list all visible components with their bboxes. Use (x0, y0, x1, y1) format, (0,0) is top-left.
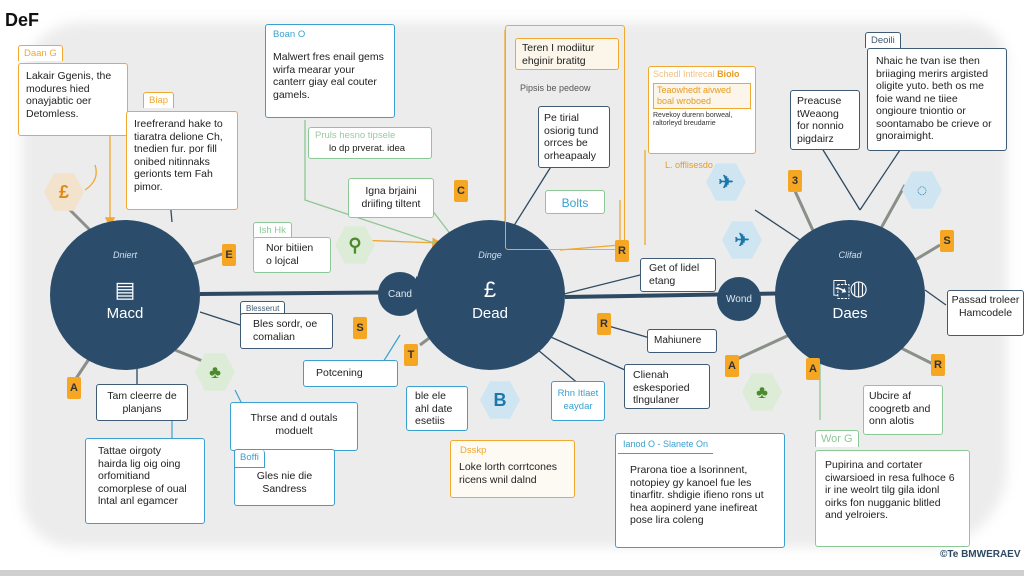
server-stack-icon: ▤ (114, 277, 136, 302)
box3-tab: Boan O (268, 27, 311, 44)
frame-box-7 (505, 25, 625, 250)
tag-t: T (404, 344, 418, 366)
node-daes-label: Daes (832, 305, 868, 322)
node-macd[interactable]: Dniert ▤ Macd (50, 220, 200, 370)
box10-header: Schedl Intlrecal Biolo (653, 69, 751, 80)
note-box-5: Igna brjaini driifing tiltent (348, 178, 434, 218)
note-box-17: Mahiunere (647, 329, 717, 353)
box10-note: Revekoy durenn borweal, raltorleyd breud… (653, 112, 733, 127)
box6-tab: Ish Hk (253, 222, 292, 238)
tag-a: A (806, 358, 820, 380)
box4-line1: Pruls hesno tipsele (315, 130, 396, 141)
tag-a: A (67, 377, 81, 399)
box1-tab: Daan G (18, 45, 63, 61)
note-box-15: Potcening (303, 360, 398, 387)
note-box-2: Ireefrerand hake to tiaratra delione Ch,… (126, 111, 238, 210)
box26-tab: Ianod O - Slanete On (618, 436, 714, 454)
note-box-23: Thrse and d outals moduelt (230, 402, 358, 451)
note-box-11: Preacuse tWeaong for nonnio pigdairz (790, 90, 860, 150)
note-box-20: Passad troleer Hamcodele (947, 290, 1024, 336)
note-box-4: Pruls hesno tipsele lo dp prverat. idea (308, 127, 432, 159)
box10-tab2: Biolo (717, 69, 740, 79)
note-box-1: Lakair Ggenis, the modures hied onayjabt… (18, 63, 128, 136)
note-box-26: Ianod O - Slanete On Prarona tioe a lsor… (615, 433, 785, 548)
node-dead-sublabel: Dinge (478, 250, 502, 260)
box10-inner: Teaowhedt aivwed boal wroboed (653, 83, 751, 109)
link-node-wond[interactable]: Wond (717, 277, 761, 321)
leaf-hexagon-icon: ♣ (195, 353, 235, 391)
b-shield-icon: B (480, 381, 520, 419)
tag-r: R (615, 240, 629, 262)
box28-tab: Wor G (815, 430, 859, 447)
box10-foot: L. offlisesdo (665, 160, 713, 170)
pound-hexagon-icon: £ (483, 277, 497, 302)
note-box-28: Pupirina and cortater ciwarsioed in resa… (815, 450, 970, 547)
box3-text: Malwert fres enail gems wirfa mearar you… (273, 51, 384, 101)
watermark: ©Te BMWERAEV (940, 549, 1021, 560)
tag-s: S (940, 230, 954, 252)
tag-e: E (222, 244, 236, 266)
note-box-24: Boffi Gles nie die Sandress (234, 449, 335, 506)
box24-text: Gles nie die Sandress (256, 470, 313, 495)
headset-hexagon-icon: ◌ (902, 171, 942, 209)
box12-tab: Deoili (865, 32, 901, 48)
node-macd-sublabel: Dniert (112, 250, 137, 260)
note-box-21: Tam cleerre de planjans (96, 384, 188, 421)
box4-line2: lo dp prverat. idea (329, 142, 406, 154)
link-node-cand[interactable]: Cand (378, 272, 422, 316)
box14-tab: Blesserut (240, 301, 286, 315)
note-box-22: Tattae oirgoty hairda lig oig oing orfom… (85, 438, 205, 524)
note-box-7: Teren I modiitur ehginir bratitg (515, 38, 619, 70)
tag-c: C (454, 180, 468, 202)
clipboard-globe-icon: ⎘◍ (832, 277, 868, 302)
tag-a: A (725, 355, 739, 377)
node-macd-label: Macd (106, 305, 144, 322)
note-box-6: Nor bitiien o lojcal (253, 237, 331, 273)
note-box-13: Get of lidel etang (640, 258, 716, 292)
node-daes[interactable]: Clifad ⎘◍ Daes (775, 220, 925, 370)
tag-r: R (597, 313, 611, 335)
note-box-3: Boan O Malwert fres enail gems wirfa mea… (265, 24, 395, 118)
tag-3: 3 (788, 170, 802, 192)
box24-tab: Boffi (235, 450, 265, 468)
box2-tab: Biap (143, 92, 175, 108)
note-box-bolts[interactable]: Bolts (545, 190, 605, 214)
robot-hexagon-icon: ✈ (706, 163, 746, 201)
node-dead-label: Dead (472, 305, 508, 322)
note-box-18: Clienah eskesporied tlngulaner (624, 364, 710, 409)
robot-hexagon-icon: ✈ (722, 221, 762, 259)
page-title: DeF (5, 10, 40, 30)
box25-tab: Dsskp (460, 445, 487, 456)
tag-s: S (353, 317, 367, 339)
note-box-27: Ubcire af coogretb and onn alotis (863, 385, 943, 435)
box25-text: Loke lorth corrtcones ricens wnil dalnd (459, 461, 558, 486)
note-box-8: Pe tirial osiorig tund orrces be orheapa… (538, 106, 610, 168)
bottom-bar (0, 570, 1024, 576)
note-box-14: Bles sordr, oe comalian (240, 313, 333, 349)
node-dead[interactable]: Dinge £ Dead (415, 220, 565, 370)
note-box-25: Dsskp Loke lorth corrtcones ricens wnil … (450, 440, 575, 498)
note-box-16: ble ele ahl date esetiis (406, 386, 468, 431)
box26-text: Prarona tioe a lsorinnent, notopiey gy k… (630, 464, 764, 526)
note-box-10: Schedl Intlrecal Biolo Teaowhedt aivwed … (648, 66, 756, 154)
tag-r: R (931, 354, 945, 376)
plant-jar-icon: ♣ (742, 373, 782, 411)
box7-label: Pipsis be pedeow (520, 83, 591, 93)
note-box-12: Nhaic he tvan ise then briiaging merirs … (867, 48, 1007, 151)
node-daes-sublabel: Clifad (838, 250, 862, 260)
note-box-19: Rhn Itlaet eaydar (551, 381, 605, 421)
box10-tab: Schedl Intlrecal (653, 69, 715, 79)
